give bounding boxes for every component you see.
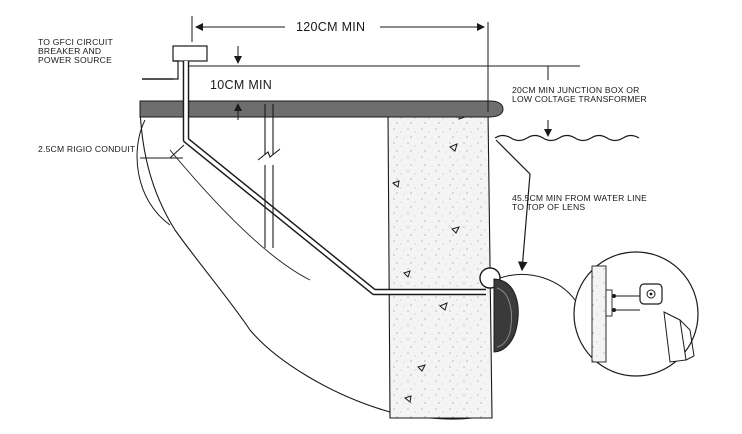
junction-label-line2: LOW COLTAGE TRANSFORMER — [512, 94, 647, 104]
lens-leader — [495, 139, 531, 272]
pool-deck — [139, 100, 504, 118]
dim-height-label: 10CM MIN — [210, 78, 272, 92]
lens-label-line1: 45.5CM MIN FROM WATER LINE — [512, 193, 647, 203]
gfci-label-line3: POWER SOURCE — [38, 55, 112, 65]
gfci-label-line1: TO GFCI CIRCUIT — [38, 37, 113, 47]
detail-circle — [573, 251, 699, 377]
conduit-leader-tip — [169, 144, 185, 159]
gfci-label-line2: BREAKER AND — [38, 46, 101, 56]
water-line — [494, 134, 640, 142]
light-lens-shade — [496, 287, 512, 348]
junction-box — [172, 45, 208, 62]
rigid-conduit-inner — [184, 61, 486, 294]
concrete-wall — [387, 111, 493, 419]
ground-curve-left — [136, 119, 171, 226]
power-feed-bend — [173, 60, 179, 80]
conduit-lower-guide — [169, 149, 311, 281]
junction-label-line1: 20CM MIN JUNCTION BOX OR — [512, 85, 640, 95]
dim-width-label: 120CM MIN — [296, 20, 365, 34]
light-lens — [493, 278, 519, 353]
lens-label-line2: TO TOP OF LENS — [512, 202, 585, 212]
conduit-label: 2.5CM RIGIO CONDUIT — [38, 144, 136, 154]
vertical-conduit — [257, 104, 281, 248]
